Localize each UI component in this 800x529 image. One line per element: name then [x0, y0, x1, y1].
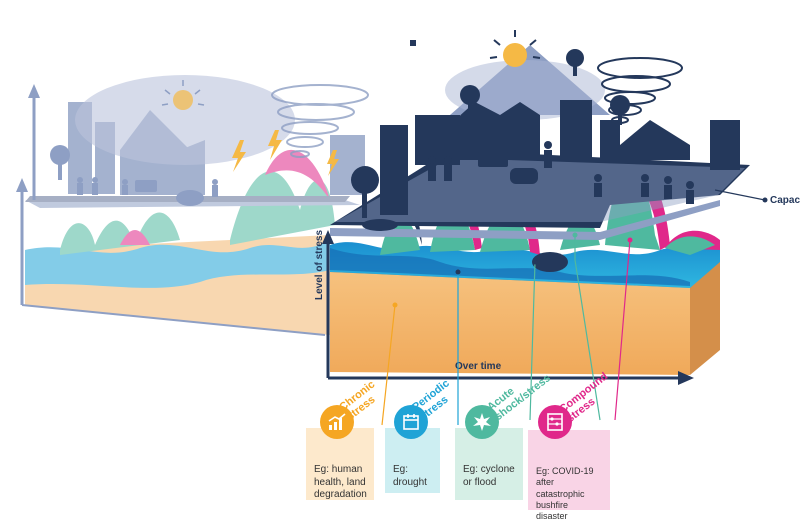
rising-bar-chart-icon [327, 412, 347, 432]
chronic-stress-card: Eg: human health, land degradation [306, 428, 374, 500]
level-of-stress-label: Level of stress [314, 230, 325, 300]
acute-stress-card: Eg: cyclone or flood [455, 428, 523, 500]
over-time-label: Over time [455, 361, 502, 372]
abacus-icon [545, 412, 565, 432]
acute-example: Eg: cyclone or flood [463, 464, 515, 488]
capacity-leader [715, 190, 768, 203]
calendar-icon [402, 413, 420, 431]
chronic-example: Eg: human health, land degradation [314, 464, 367, 500]
present-tornado [598, 58, 682, 123]
burst-icon [472, 412, 492, 432]
capacity-label: Capacity [770, 195, 800, 206]
periodic-example: Eg: drought [393, 464, 427, 488]
compound-stress-card: Eg: COVID-19 after catastrophic bushfire… [528, 430, 610, 510]
